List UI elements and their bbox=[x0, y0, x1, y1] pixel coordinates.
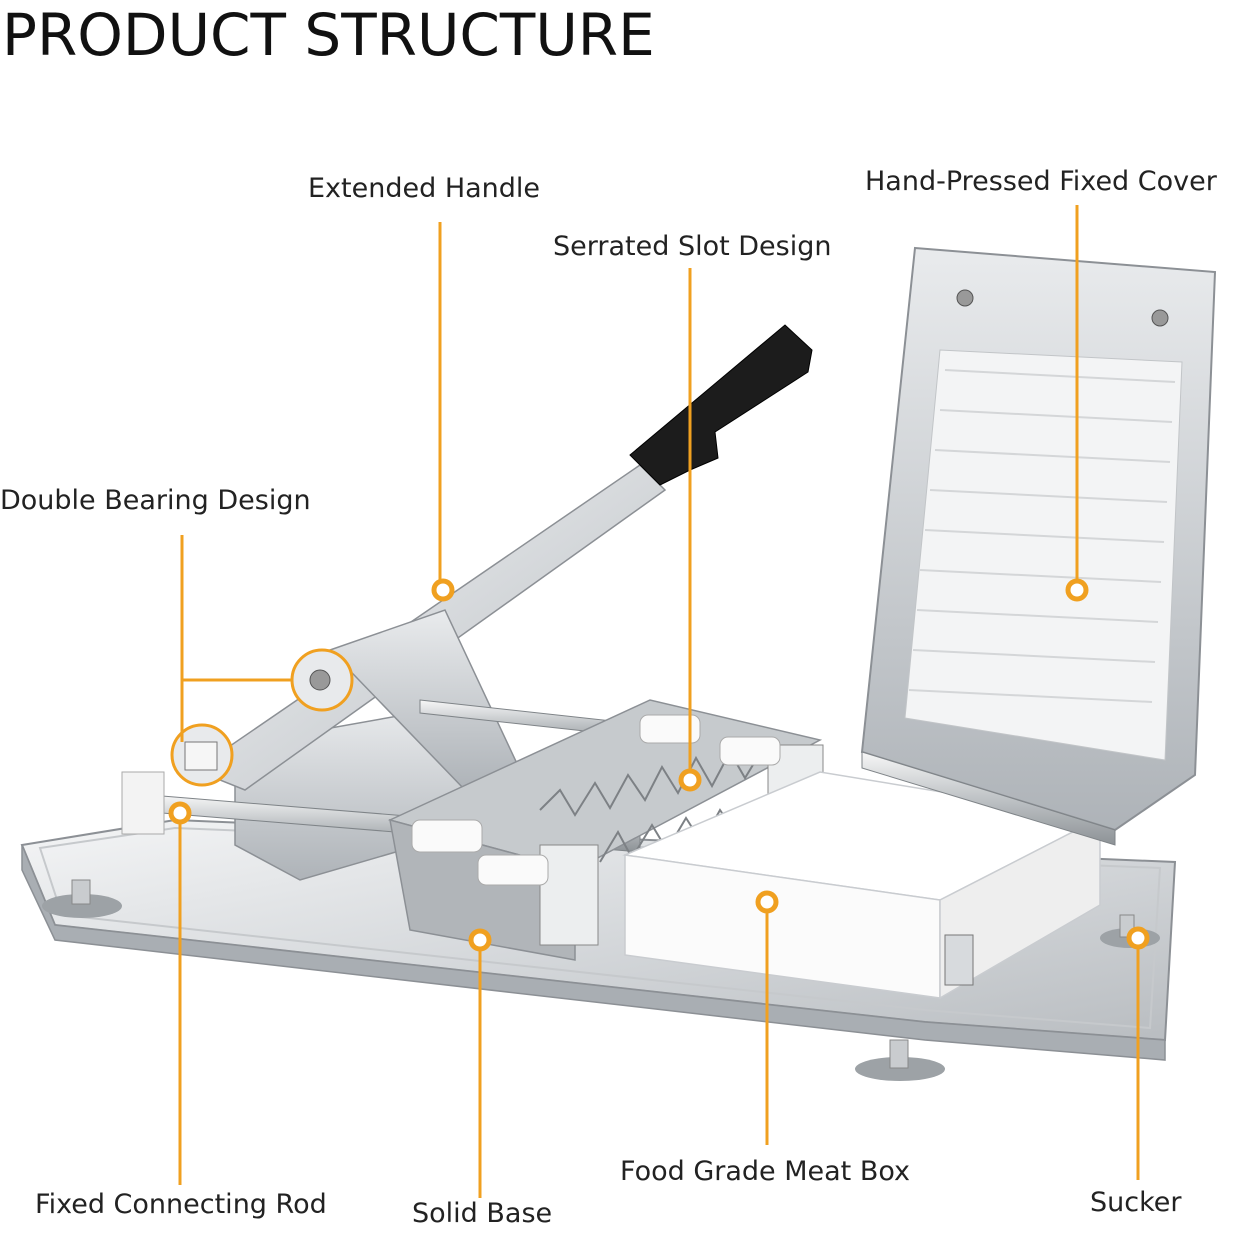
bearing-circles bbox=[170, 648, 354, 787]
label-hand-pressed-cover: Hand-Pressed Fixed Cover bbox=[865, 166, 1217, 197]
label-serrated-slot: Serrated Slot Design bbox=[553, 231, 832, 262]
callout-lines bbox=[178, 205, 1140, 1198]
label-solid-base: Solid Base bbox=[412, 1198, 553, 1229]
label-fixed-rod: Fixed Connecting Rod bbox=[35, 1189, 327, 1220]
page-title: PRODUCT STRUCTURE bbox=[2, 1, 655, 69]
label-meat-box: Food Grade Meat Box bbox=[620, 1156, 911, 1187]
callout-dots bbox=[168, 578, 1150, 952]
serrated-slot-carriage bbox=[387, 699, 824, 961]
hand-pressed-cover bbox=[860, 246, 1217, 846]
label-sucker: Sucker bbox=[1090, 1187, 1182, 1218]
label-extended-handle: Extended Handle bbox=[308, 173, 541, 204]
label-double-bearing: Double Bearing Design bbox=[0, 485, 311, 516]
